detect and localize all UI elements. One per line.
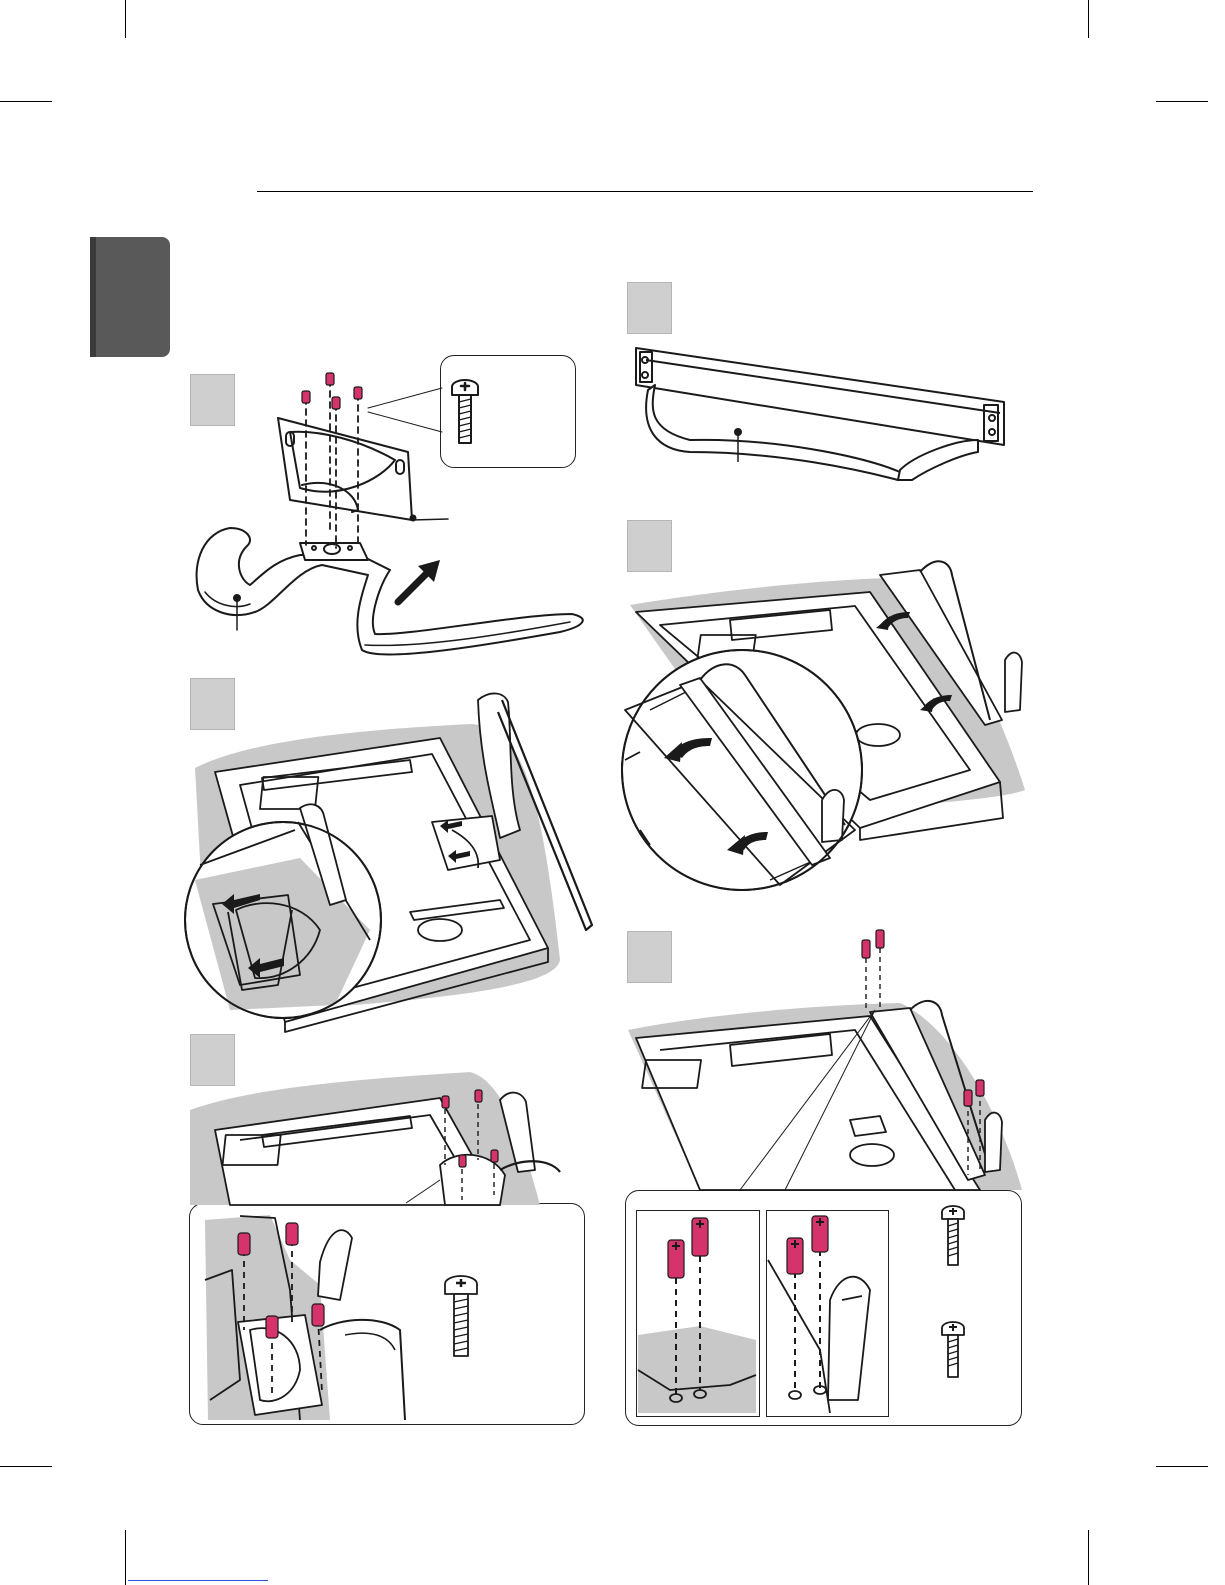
screw-icon <box>942 1206 964 1265</box>
footer-link[interactable] <box>128 1579 268 1581</box>
screw-icon <box>942 1322 964 1377</box>
